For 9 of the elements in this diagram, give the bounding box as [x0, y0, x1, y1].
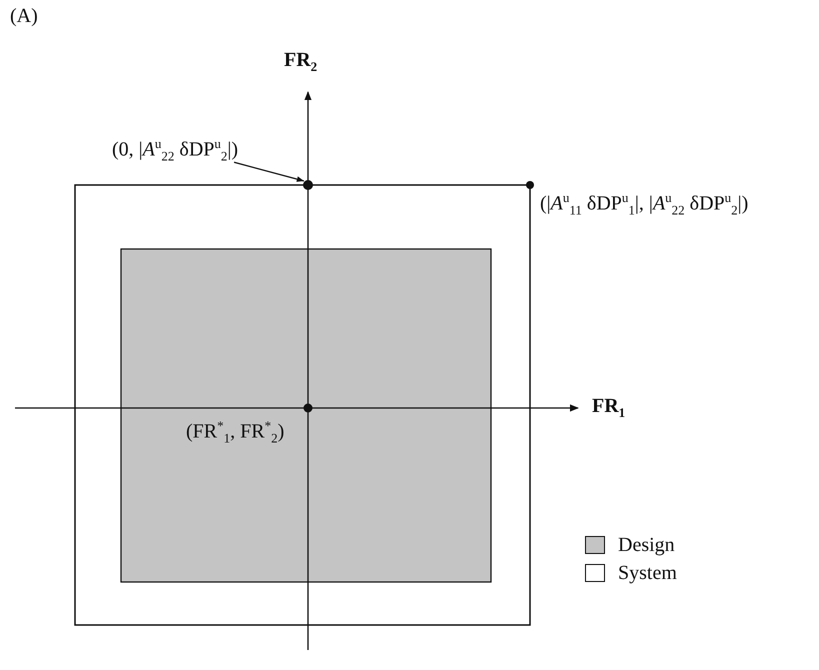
axis-label: FR$_{1}$: [592, 394, 626, 421]
axis-point: [303, 180, 313, 190]
coordinate-label: (0, |A$^{u}$$_{22}$ δDP$^{u}$$_{2}$|): [112, 136, 238, 164]
axis-label: FR$_{2}$: [284, 48, 318, 75]
leader-line: [234, 162, 304, 182]
legend-text: System: [618, 561, 677, 585]
panel-label: (A): [10, 4, 38, 28]
coordinate-label: (|A$^{u}$$_{11}$ δDP$^{u}$$_{1}$|, |A$^{u}$$_{22}$ δDP$^{u}$$_{2}$|): [540, 190, 748, 218]
legend-text: Design: [618, 533, 675, 557]
